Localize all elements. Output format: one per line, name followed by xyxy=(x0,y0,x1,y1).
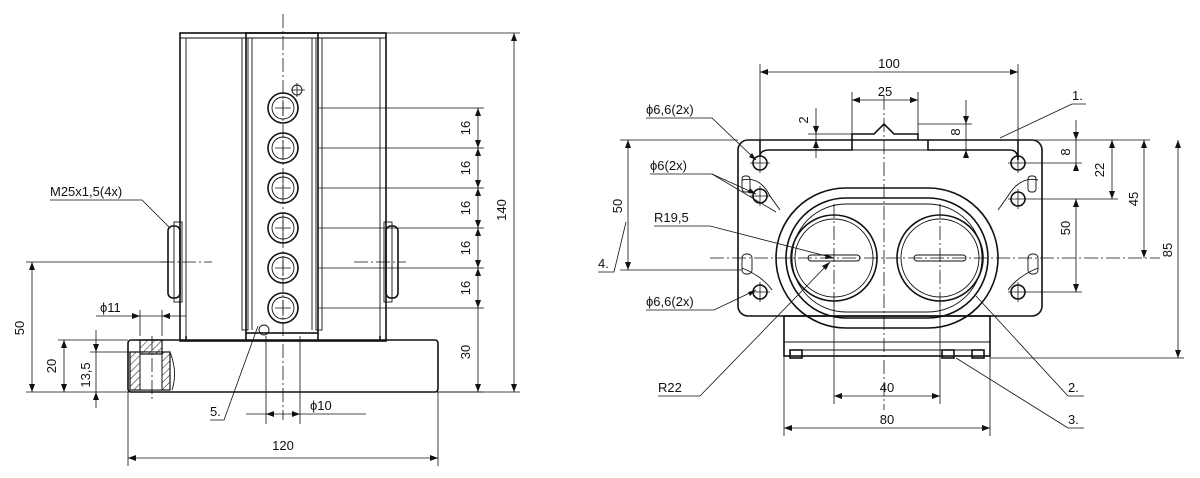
center-strip xyxy=(245,32,319,334)
lower-housing xyxy=(783,315,991,357)
dim-45: 45 xyxy=(1126,192,1141,206)
callout-2: 2. xyxy=(1068,380,1079,395)
dim-25: 25 xyxy=(878,84,892,99)
dim-22: 22 xyxy=(1092,163,1107,177)
dim-16-5: 16 xyxy=(458,281,473,295)
dim-50-left-rv: 50 xyxy=(610,199,625,213)
dim-30: 30 xyxy=(458,345,473,359)
dim-100: 100 xyxy=(878,56,900,71)
dim-8-side: 8 xyxy=(1058,148,1073,155)
left-view: 16 16 16 16 16 30 140 50 20 13,5 ϕ11 M25… xyxy=(12,14,520,466)
hole-66-bottom: ϕ6,6(2x) xyxy=(646,294,694,309)
callout-3: 3. xyxy=(1068,412,1079,427)
push-buttons xyxy=(267,83,305,324)
callout-4: 4. xyxy=(598,256,609,271)
dim-16-4: 16 xyxy=(458,241,473,255)
hole-6: ϕ6(2x) xyxy=(650,158,687,173)
dim-85: 85 xyxy=(1160,243,1175,257)
dim-40: 40 xyxy=(880,380,894,395)
dim-16-3: 16 xyxy=(458,201,473,215)
dim-13-5: 13,5 xyxy=(78,362,93,387)
right-view: 100 25 2 8 8 22 50 45 85 xyxy=(598,56,1184,436)
dim-d10: ϕ10 xyxy=(310,398,332,413)
dim-d11: ϕ11 xyxy=(100,300,121,315)
radius-22: R22 xyxy=(658,380,682,395)
hole-66-top: ϕ6,6(2x) xyxy=(646,102,694,117)
dim-8-top: 8 xyxy=(948,128,963,135)
dim-2: 2 xyxy=(796,116,811,123)
dim-20: 20 xyxy=(44,359,59,373)
thread-label: M25x1,5(4x) xyxy=(50,184,122,199)
dim-50-left: 50 xyxy=(12,321,27,335)
callout-1: 1. xyxy=(1072,88,1083,103)
dim-80: 80 xyxy=(880,412,894,427)
callout-5: 5. xyxy=(210,404,221,419)
top-key xyxy=(851,122,919,140)
dim-140: 140 xyxy=(494,199,509,221)
dim-16-1: 16 xyxy=(458,121,473,135)
radius-19-5: R19,5 xyxy=(654,210,689,225)
dim-50-inner: 50 xyxy=(1058,221,1073,235)
mounting-holes xyxy=(750,153,1028,302)
dim-16-2: 16 xyxy=(458,161,473,175)
dim-120: 120 xyxy=(272,438,294,453)
